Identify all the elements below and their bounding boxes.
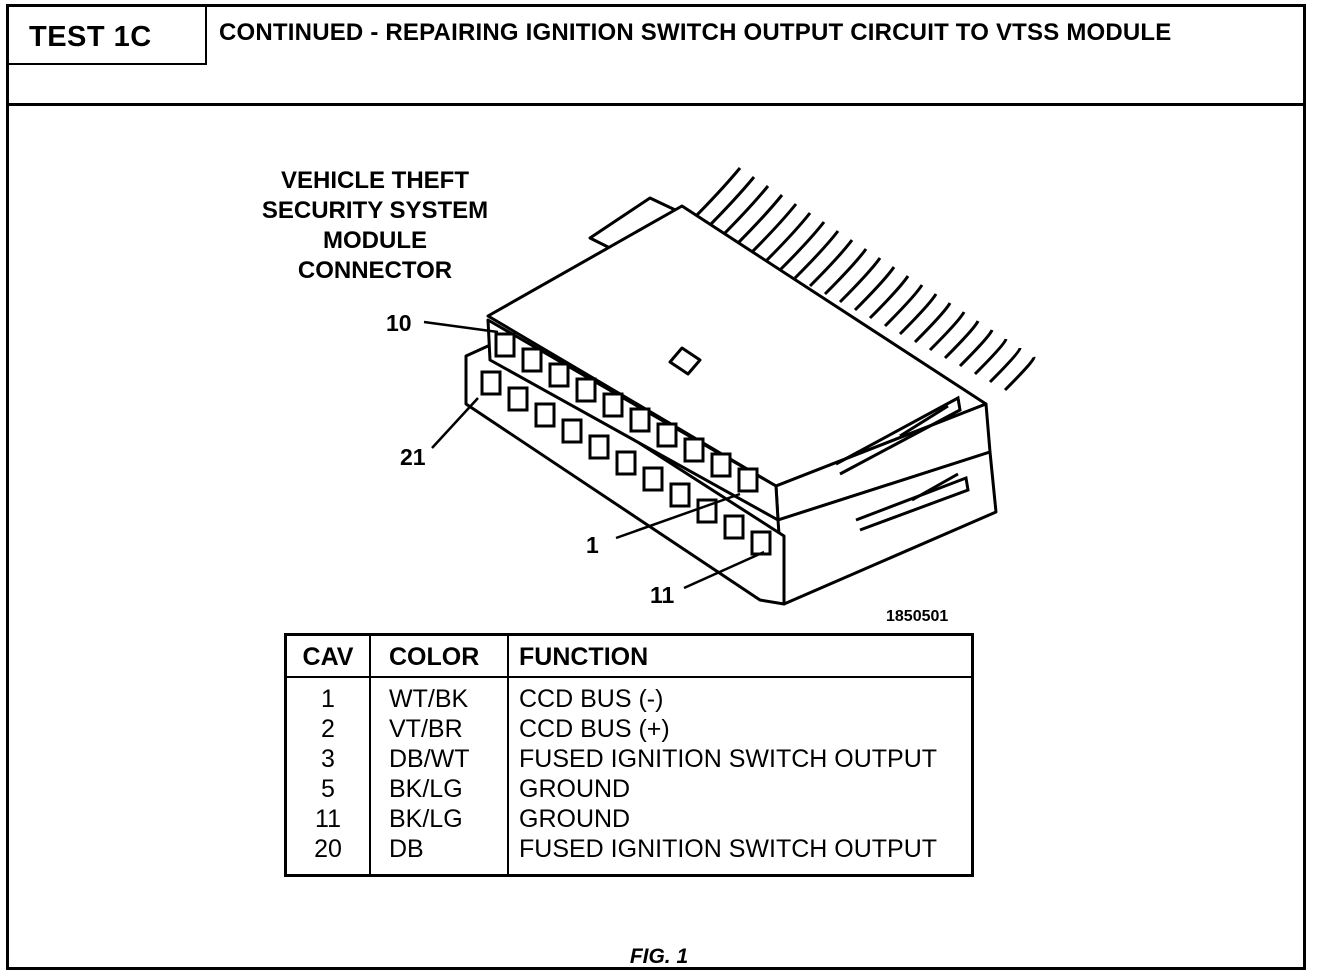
wire-strand — [988, 347, 1022, 384]
cavity — [629, 407, 651, 433]
side-latches — [835, 395, 970, 532]
table-row: 11 BK/LG GROUND — [285, 804, 973, 834]
wire-strand — [958, 329, 994, 368]
cell-function: FUSED IGNITION SWITCH OUTPUT — [519, 835, 938, 863]
table-row: 3 DB/WT FUSED IGNITION SWITCH OUTPUT — [285, 744, 973, 774]
wire-strand — [913, 302, 952, 344]
test-id: TEST 1C — [29, 21, 152, 53]
cell-color: DB/WT — [370, 744, 509, 774]
cavity — [575, 377, 597, 403]
cell-color: DB — [370, 834, 509, 876]
cavity — [669, 482, 691, 508]
wire-strand — [793, 230, 840, 280]
connector-label-line: MODULE — [323, 227, 427, 254]
connector-cavities — [480, 332, 772, 556]
pin-label-10: 10 — [386, 310, 412, 336]
pin-label-11: 11 — [650, 582, 675, 608]
wire-strand — [853, 266, 896, 312]
connector-label-line: SECURITY SYSTEM — [261, 197, 489, 224]
cell-cav: 2 — [285, 714, 371, 744]
cavity — [750, 530, 772, 556]
wire-strand — [688, 167, 742, 224]
connector-body — [464, 196, 998, 606]
page-frame: TEST 1C CONTINUED - REPAIRING IGNITION S… — [6, 4, 1306, 970]
cell-function: GROUND — [519, 805, 631, 833]
cavity — [507, 386, 529, 412]
column-header-function: FUNCTION — [508, 634, 973, 678]
cavity — [494, 332, 516, 358]
wire-strand — [808, 239, 854, 288]
wire-strand — [763, 212, 812, 264]
figure-caption: FIG. 1 — [629, 945, 689, 968]
cell-function: CCD BUS (-) — [519, 685, 664, 713]
test-id-box: TEST 1C — [9, 7, 207, 65]
cavity — [737, 467, 759, 493]
cavity — [710, 452, 732, 478]
wire-strand — [748, 203, 798, 256]
wire-strand — [883, 284, 924, 328]
table-header-row: CAV COLOR FUNCTION — [285, 634, 973, 678]
connector-label-line: VEHICLE THEFT — [280, 167, 469, 194]
column-header-color: COLOR — [370, 634, 509, 678]
header-divider — [9, 103, 1303, 106]
figure-id: 1850501 — [886, 608, 949, 625]
cell-color: WT/BK — [370, 677, 509, 714]
cavity — [602, 392, 624, 418]
connector-label-line: CONNECTOR — [297, 257, 453, 284]
cell-color: VT/BR — [370, 714, 509, 744]
wire-strand — [733, 194, 784, 248]
cell-function: GROUND — [519, 775, 631, 803]
cavity — [561, 418, 583, 444]
pin-label-1: 1 — [586, 532, 599, 558]
cavity — [521, 347, 543, 373]
cavity — [656, 422, 678, 448]
cavity — [534, 402, 556, 428]
wire-strand — [973, 338, 1008, 376]
cell-function: FUSED IGNITION SWITCH OUTPUT — [519, 745, 938, 773]
table-row: 5 BK/LG GROUND — [285, 774, 973, 804]
cell-cav: 11 — [285, 804, 371, 834]
cavity — [588, 434, 610, 460]
wire-strand — [823, 248, 868, 296]
cavity — [480, 370, 502, 396]
cell-cav: 5 — [285, 774, 371, 804]
cell-color: BK/LG — [370, 774, 509, 804]
wire-strand — [943, 320, 980, 360]
wire-strand — [703, 176, 756, 232]
cell-cav: 1 — [285, 677, 371, 714]
table-row: 2 VT/BR CCD BUS (+) — [285, 714, 973, 744]
wire-strand — [868, 275, 910, 320]
cell-function: CCD BUS (+) — [519, 715, 670, 743]
wire-strand — [718, 185, 770, 240]
cavity — [615, 450, 637, 476]
wire-strand — [838, 257, 882, 304]
pin-label-21: 21 — [400, 444, 426, 470]
cell-color: BK/LG — [370, 804, 509, 834]
page-title: CONTINUED - REPAIRING IGNITION SWITCH OU… — [219, 19, 1172, 46]
cavity — [548, 362, 570, 388]
table-row: 20 DB FUSED IGNITION SWITCH OUTPUT — [285, 834, 973, 876]
wire-strand — [928, 311, 966, 352]
cavity — [723, 514, 745, 540]
pin-leader-lines — [423, 320, 765, 590]
cavity — [696, 498, 718, 524]
wire-strand — [1003, 356, 1036, 392]
wire-strand — [898, 293, 938, 336]
pinout-table: CAV COLOR FUNCTION 1 WT/BK CCD BUS (-) 2… — [284, 633, 974, 877]
cell-cav: 3 — [285, 744, 371, 774]
table-row: 1 WT/BK CCD BUS (-) — [285, 677, 973, 714]
wire-strand — [778, 221, 826, 272]
cell-cav: 20 — [285, 834, 371, 876]
cavity — [683, 437, 705, 463]
connector-label: VEHICLE THEFT SECURITY SYSTEM MODULE CON… — [240, 166, 510, 286]
cavity — [642, 466, 664, 492]
column-header-cav: CAV — [285, 634, 371, 678]
